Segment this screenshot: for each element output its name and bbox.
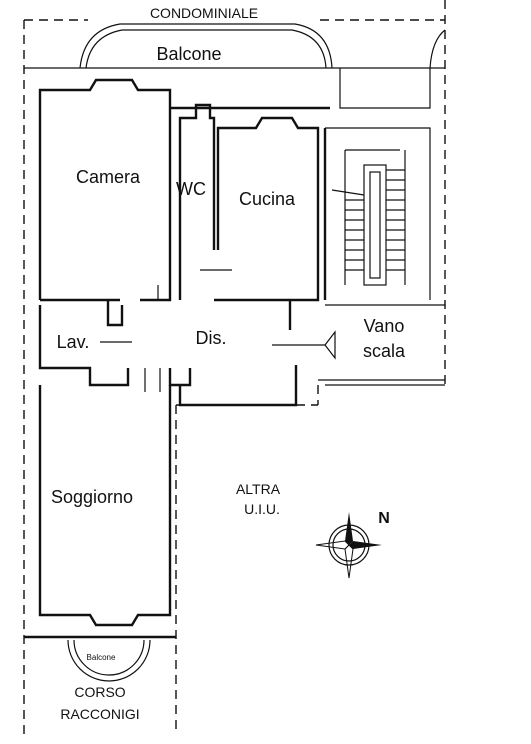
label-soggiorno: Soggiorno: [51, 487, 133, 507]
compass-rose: [315, 512, 382, 579]
label-altra: ALTRA: [236, 481, 281, 497]
label-disimpegno: Dis.: [196, 328, 227, 348]
label-wc: WC: [176, 179, 206, 199]
label-cucina: Cucina: [239, 189, 296, 209]
label-condominiale: CONDOMINIALE: [150, 5, 258, 21]
label-corso: CORSO: [74, 684, 125, 700]
label-camera: Camera: [76, 167, 141, 187]
label-vano: Vano: [364, 316, 405, 336]
bottom-balcony: [67, 639, 151, 682]
label-lavanderia: Lav.: [57, 332, 90, 352]
apartment-walls: [24, 68, 431, 639]
label-balcone-top: Balcone: [156, 44, 221, 64]
label-north: N: [378, 510, 390, 527]
label-balcone-bottom: Balcone: [87, 653, 116, 662]
label-scala: scala: [363, 341, 406, 361]
top-balcony: [24, 23, 446, 69]
label-racconigi: RACCONIGI: [60, 706, 139, 722]
label-uiu: U.I.U.: [244, 501, 280, 517]
staircase: [318, 149, 445, 386]
